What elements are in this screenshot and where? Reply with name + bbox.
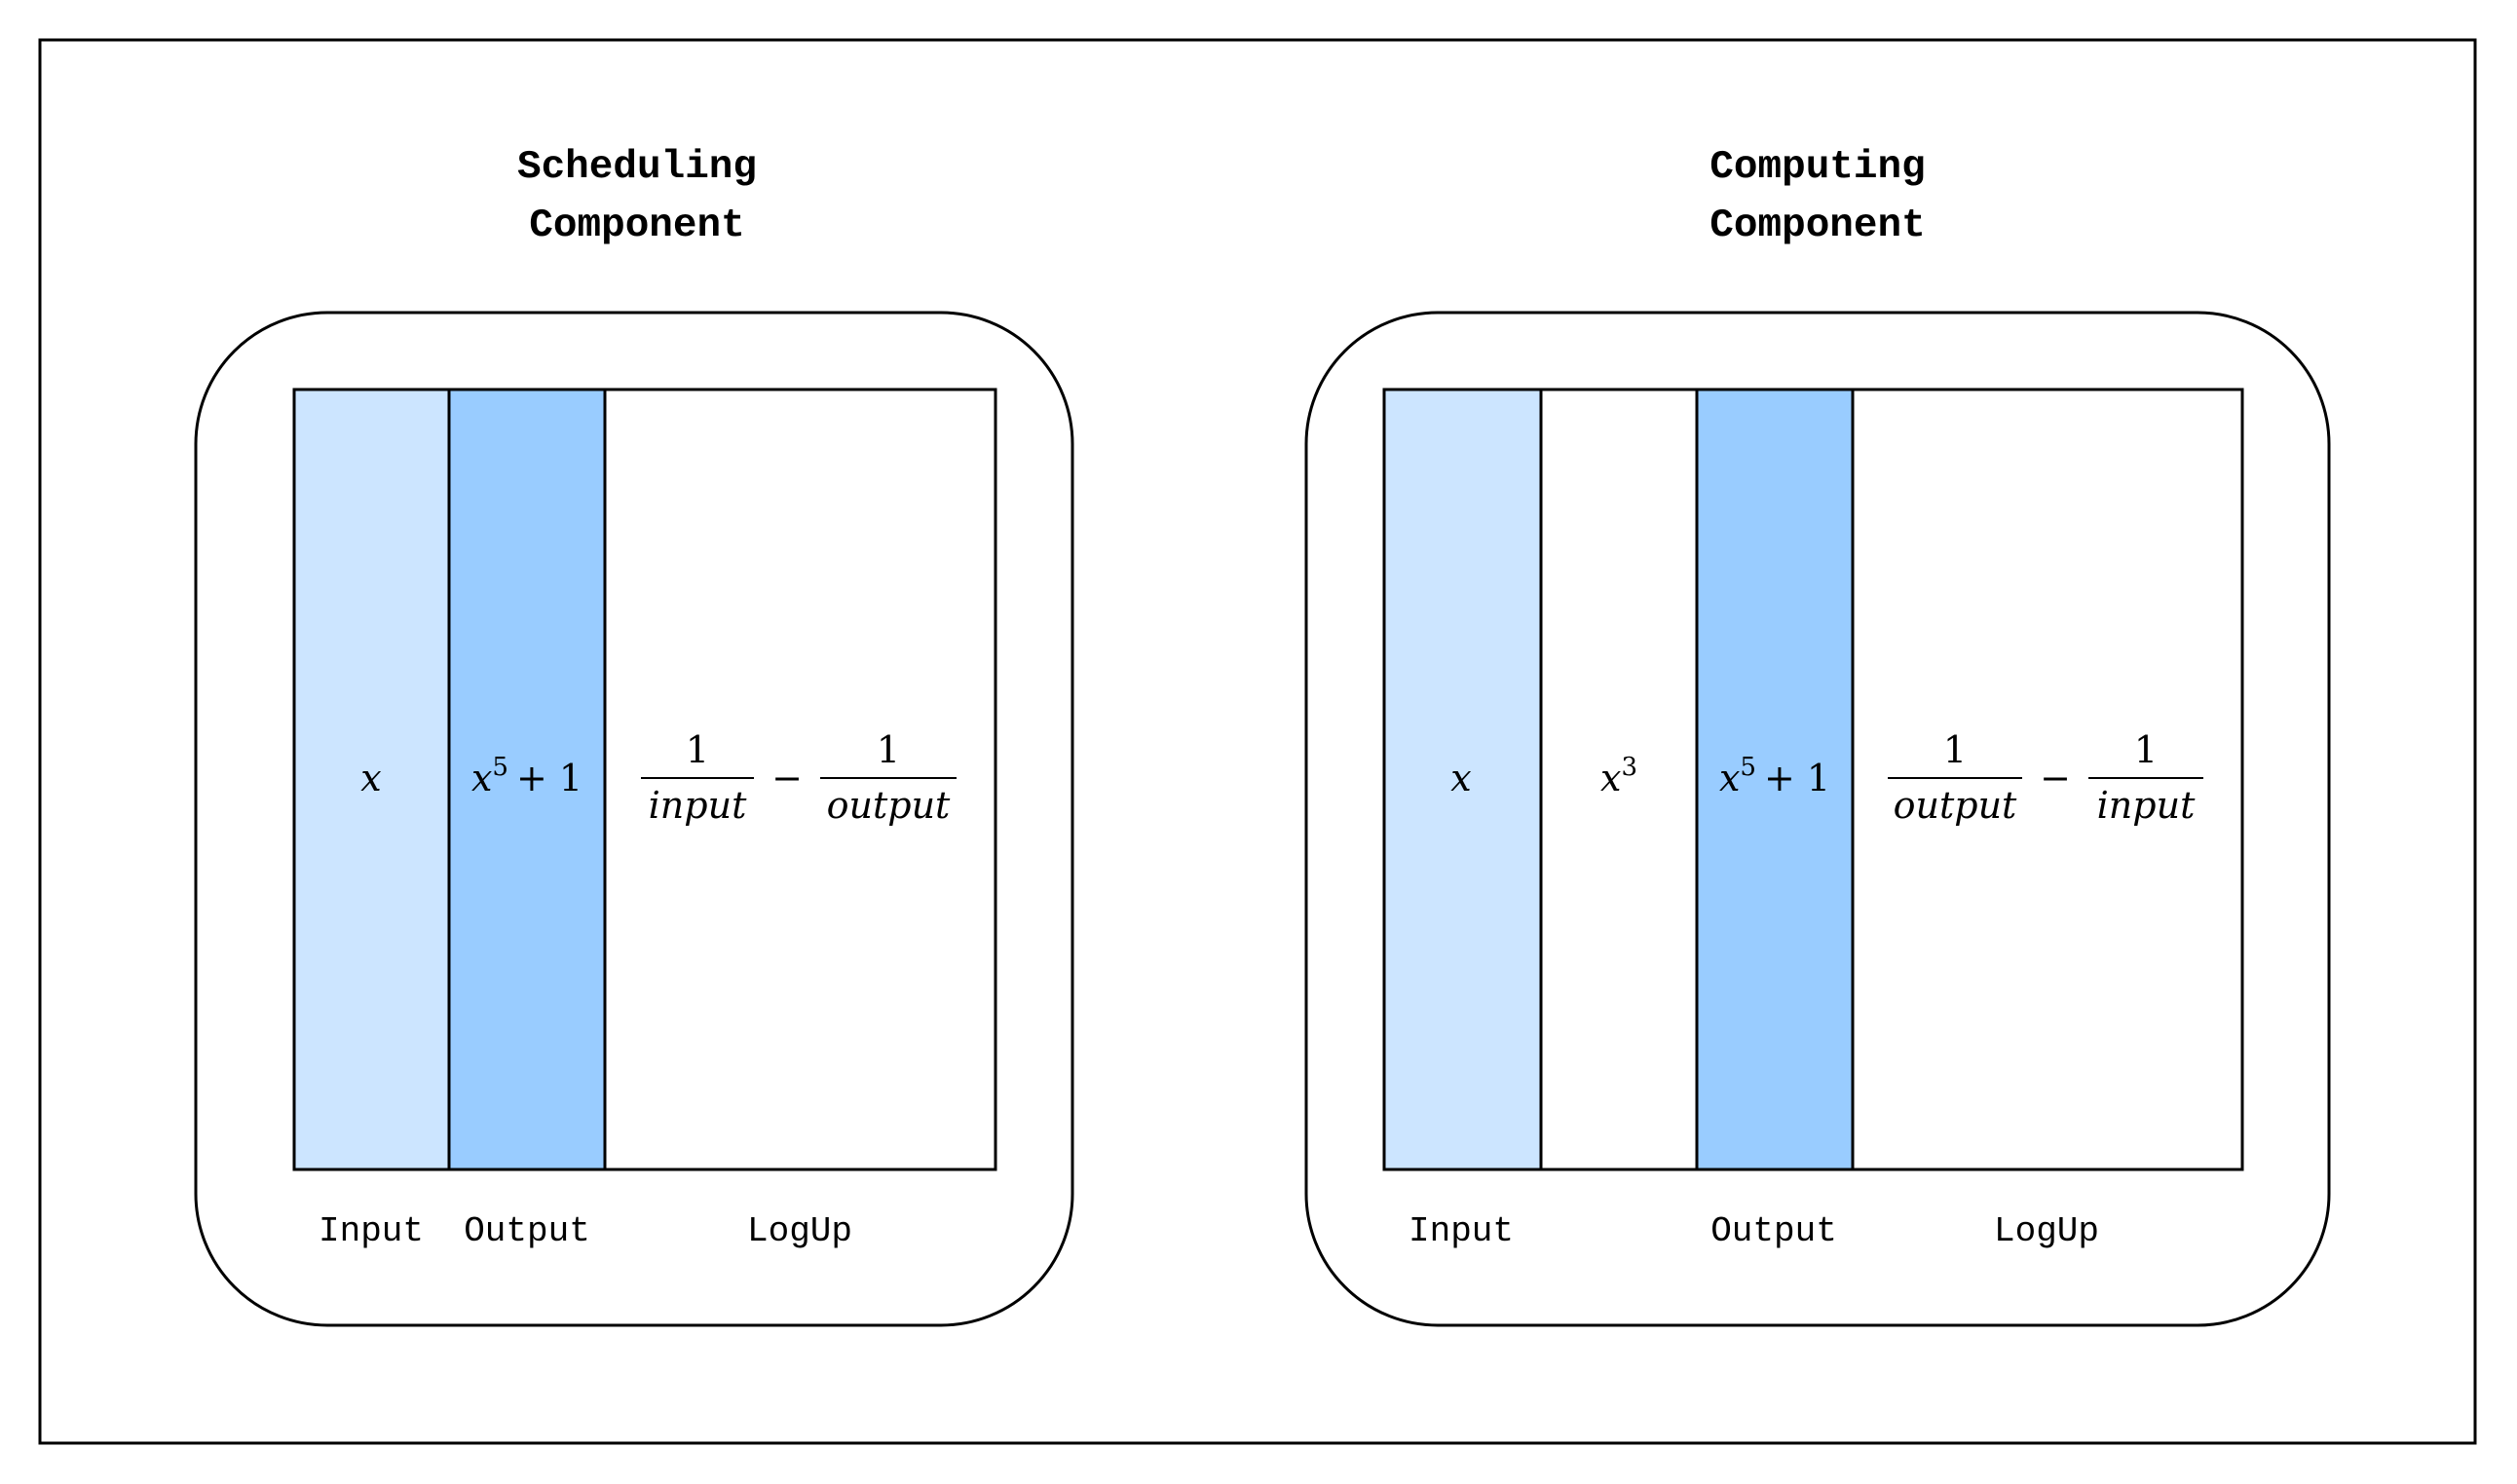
computing-title-line1: Computing [1709,145,1925,190]
scheduling-title-line1: Scheduling [517,145,757,190]
computing-logup-column [1851,388,2244,1171]
scheduling-input-expr: x [360,757,381,799]
computing-label-logup: LogUp [1994,1211,2099,1251]
computing-output-column [1695,388,1855,1171]
minus-sign: − [2040,757,2071,799]
computing-component: Computing Component x x3 x5+ 1 1 output … [1304,145,2331,1327]
computing-intermediate-expr: x3 [1600,753,1637,799]
fraction-numerator: 1 [686,728,709,771]
scheduling-label-logup: LogUp [747,1211,852,1251]
computing-logup-expr: 1 output − 1 input [1888,728,2203,827]
scheduling-title-line2: Component [529,204,744,248]
computing-label-output: Output [1710,1211,1837,1251]
fraction-denominator: input [2097,784,2196,827]
scheduling-label-output: Output [464,1211,590,1251]
scheduling-input-column [292,388,451,1171]
computing-intermediate-column [1539,388,1699,1171]
scheduling-output-column [447,388,607,1171]
fraction-denominator: output [1894,784,2017,827]
computing-input-column [1382,388,1543,1171]
computing-container [1304,311,2331,1327]
scheduling-label-input: Input [319,1211,424,1251]
fraction-numerator: 1 [1943,728,1967,771]
computing-output-expr: x5+ 1 [1719,753,1830,799]
scheduling-output-expr: x5+ 1 [471,753,582,799]
scheduling-logup-expr: 1 input − 1 output [641,728,957,827]
computing-input-expr: x [1450,757,1471,799]
computing-title-line2: Component [1709,204,1925,248]
scheduling-logup-column [603,388,997,1171]
scheduling-container [194,311,1074,1327]
fraction-numerator: 1 [2134,728,2158,771]
fraction-numerator: 1 [877,728,900,771]
computing-label-input: Input [1409,1211,1514,1251]
fraction-denominator: input [649,784,747,827]
fraction-denominator: output [827,784,951,827]
scheduling-component: Scheduling Component x x5+ 1 1 input − 1… [194,145,1074,1327]
minus-sign: − [771,757,803,799]
